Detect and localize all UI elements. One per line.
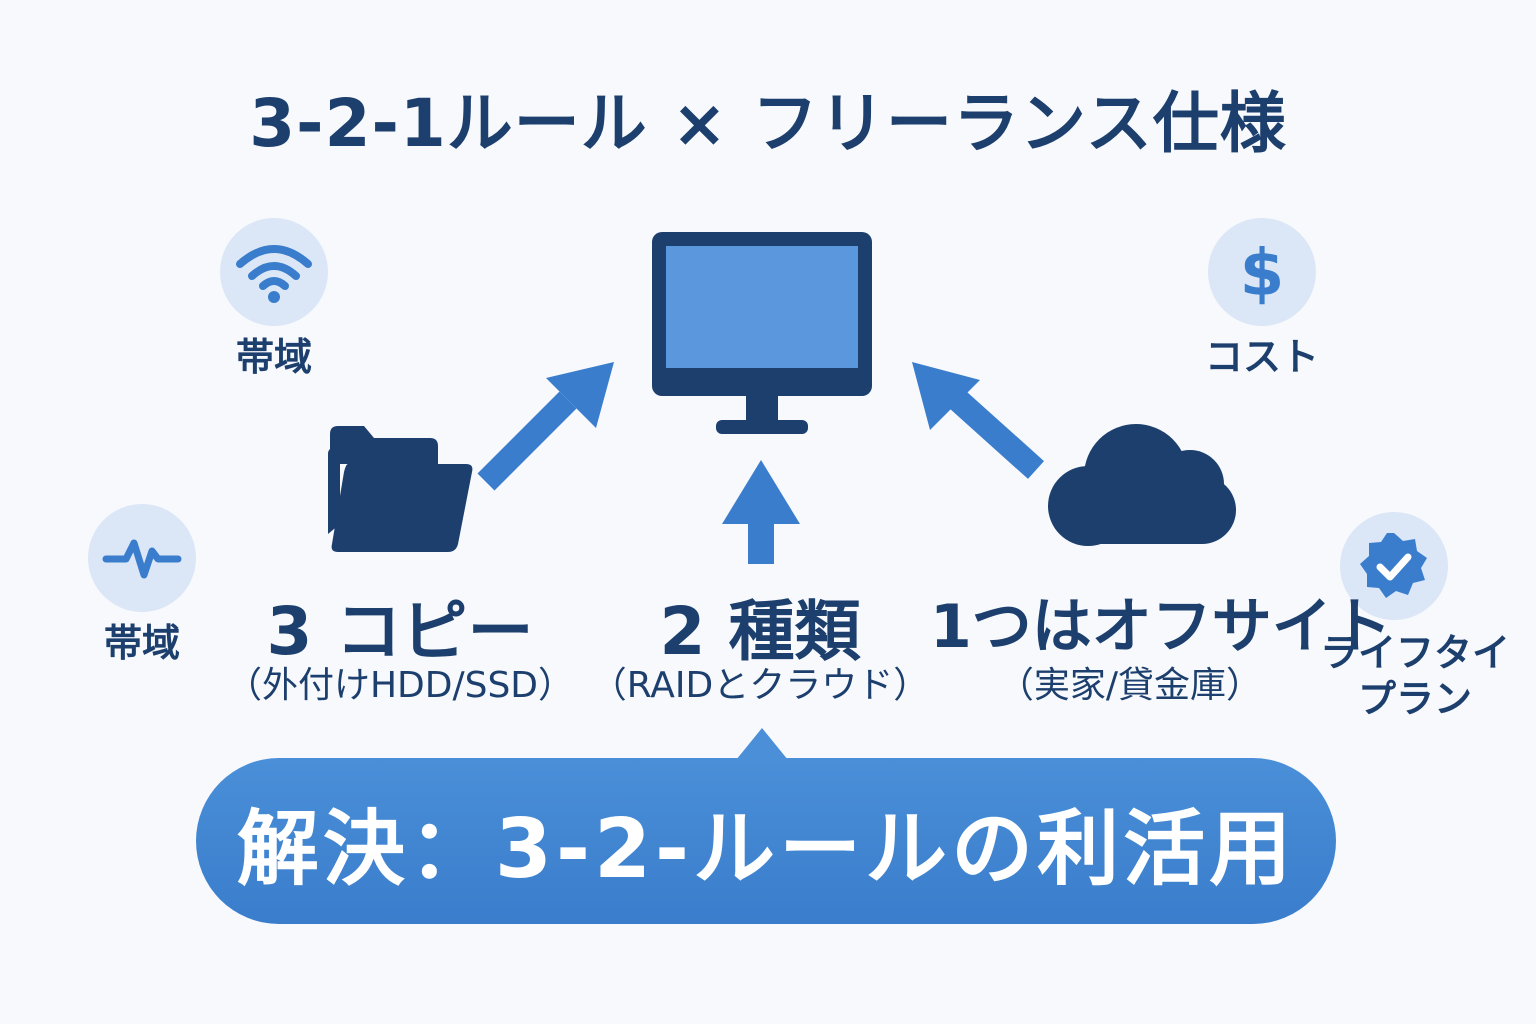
svg-text:$: $ [1240,237,1285,307]
banner-text: 解決：3-2-ルールの利活用 [236,801,1296,897]
cost-circle: $ [1208,218,1316,326]
lifetime-label-line1: ライフタイ [1319,631,1510,675]
column-types-title: 2 種類 [659,593,861,670]
wifi-label: 帯域 [235,335,312,379]
monitor-icon [652,232,872,434]
dollar-icon: $ [1240,237,1285,307]
wifi-circle [220,218,328,326]
arrow-center-up [722,460,800,564]
cloud-icon [1048,424,1236,546]
column-offsite-title: 1つはオフサイト [930,592,1392,662]
solution-banner: 解決：3-2-ルールの利活用 [196,758,1336,924]
column-types-subtitle: （RAIDとクラウド） [590,665,930,706]
pulse-label: 帯域 [103,621,180,665]
lifetime-label-line2: プラン [1357,677,1472,721]
lifetime-circle [1340,512,1448,620]
verified-badge-icon [1360,533,1427,598]
banner-pointer [736,728,788,760]
arrow-left-to-monitor [477,362,614,491]
column-copies-title: 3 コピー [266,593,534,670]
arrow-right-to-monitor [912,362,1045,479]
pulse-circle [88,504,196,612]
folder-icon [328,426,473,552]
column-offsite-subtitle: （実家/貸金庫） [997,665,1263,706]
wifi-icon [236,245,312,303]
column-copies-subtitle: （外付けHDD/SSD） [225,665,575,706]
page-title: 3-2-1ルール × フリーランス仕様 [249,85,1287,162]
lifetime-label: ライフタイ プラン [1310,630,1520,722]
cost-label: コスト [1204,335,1319,379]
pulse-icon [102,539,182,579]
